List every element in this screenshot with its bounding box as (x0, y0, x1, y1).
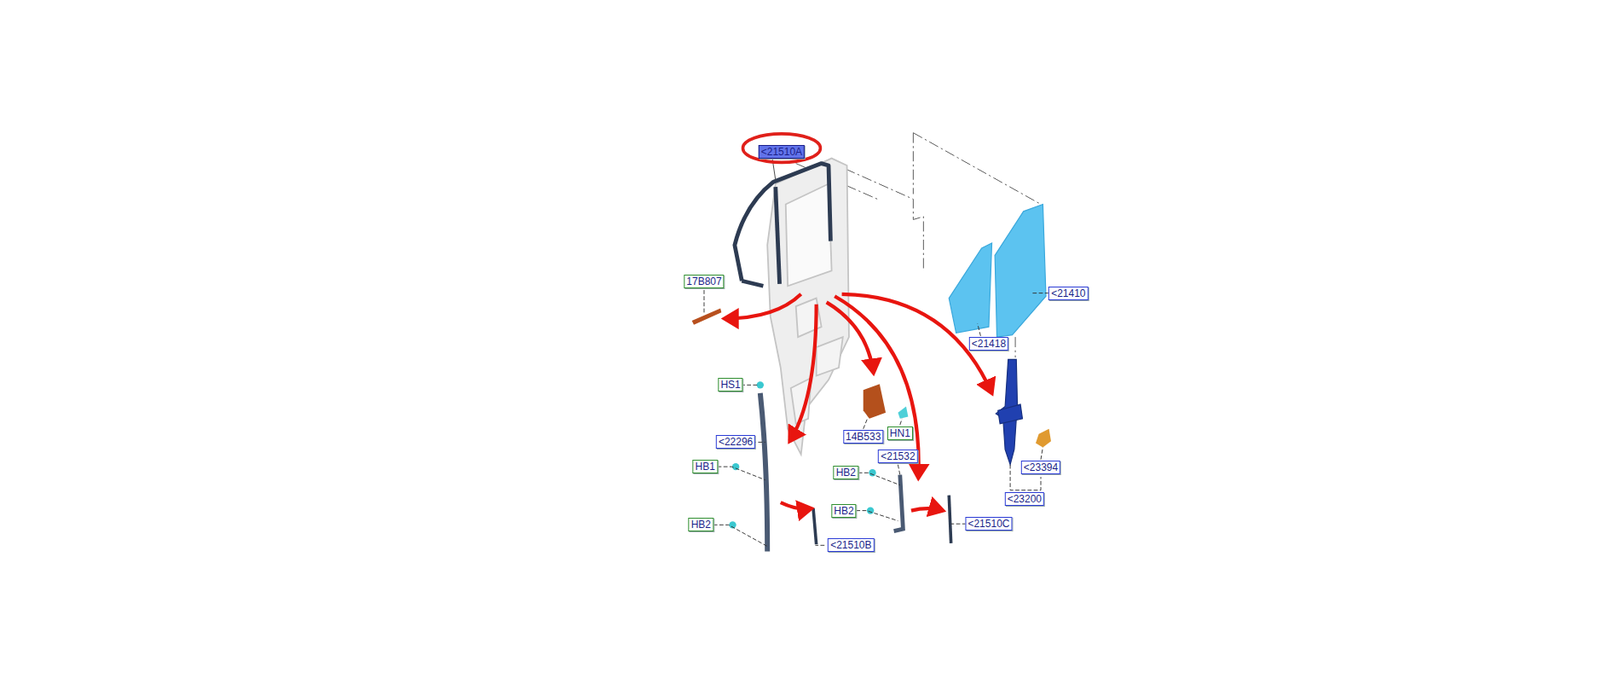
callout-number: <23394 (1021, 460, 1061, 474)
callout-number: HB1 (693, 459, 718, 474)
callout-number: <21510C (964, 516, 1012, 531)
callout-number: <21418 (969, 336, 1009, 351)
callout-number: HN1 (887, 426, 913, 440)
callout-number: <21410 (1048, 286, 1088, 301)
callout-number: HB2 (833, 465, 859, 480)
callout-number: <21510B (827, 537, 874, 552)
callout-number: <21532 (877, 449, 918, 463)
callout-number: 14B533 (843, 429, 884, 444)
callout-number: HS1 (717, 377, 743, 392)
callout-number: <23200 (1005, 491, 1045, 506)
callout-number: HB2 (688, 517, 714, 532)
callout-number: <21510A (758, 144, 805, 159)
callout-number: HB2 (831, 503, 856, 518)
highlight-ring (742, 133, 821, 163)
callout-number: 17B807 (683, 274, 724, 289)
callout-number: <22296 (716, 434, 756, 449)
